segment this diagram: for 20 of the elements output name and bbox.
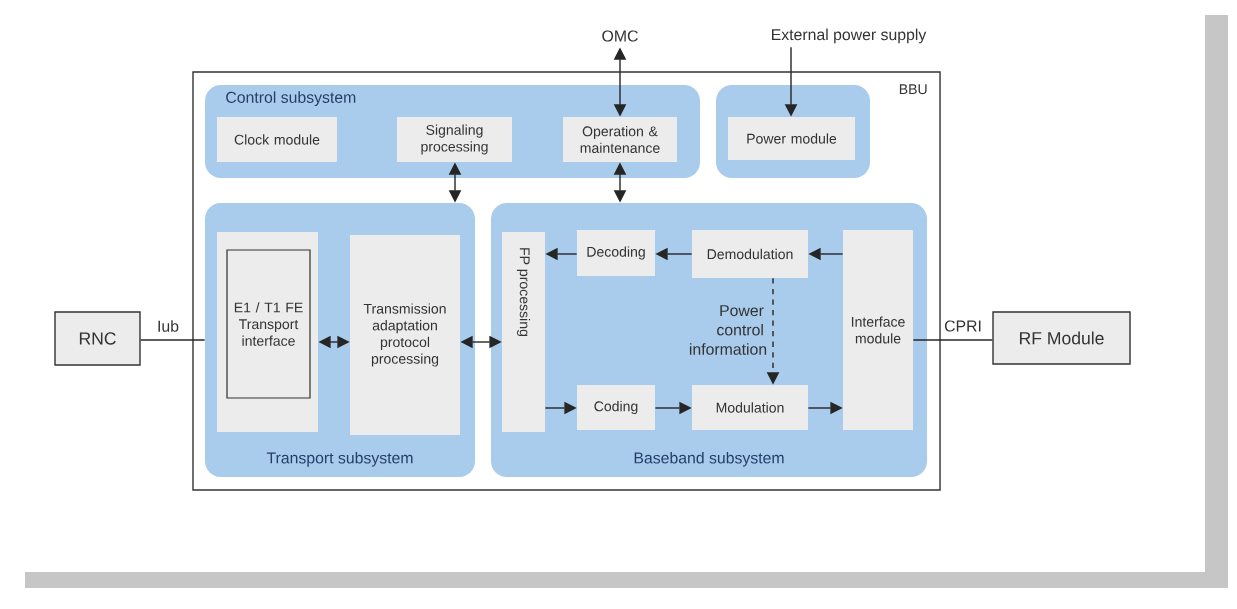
module-box: Operation & maintenance <box>563 117 677 162</box>
external-label: OMC <box>602 30 638 42</box>
module-box: Signaling processing <box>397 117 512 162</box>
module-box: FP processing <box>502 232 545 432</box>
external-label: External power supply <box>772 28 927 44</box>
module-box: Demodulation <box>692 230 808 278</box>
module-box: Clock module <box>217 117 337 162</box>
connector <box>140 339 206 341</box>
external-box: RF Module <box>992 311 1131 365</box>
module-box: Interface module <box>843 230 913 430</box>
module-box: Decoding <box>577 230 655 276</box>
external-box: RNC <box>54 311 141 366</box>
interface-box: E1 / T1 FE Transport interface <box>226 249 311 399</box>
edge-label: Iub <box>155 318 181 334</box>
edge-label: Power control information <box>687 303 767 357</box>
module-box: Modulation <box>692 385 808 430</box>
module-box: Coding <box>577 385 655 430</box>
module-box: Power module <box>728 117 855 160</box>
connector <box>912 339 993 341</box>
module-box: Transmission adaptation protocol processing <box>350 235 460 435</box>
